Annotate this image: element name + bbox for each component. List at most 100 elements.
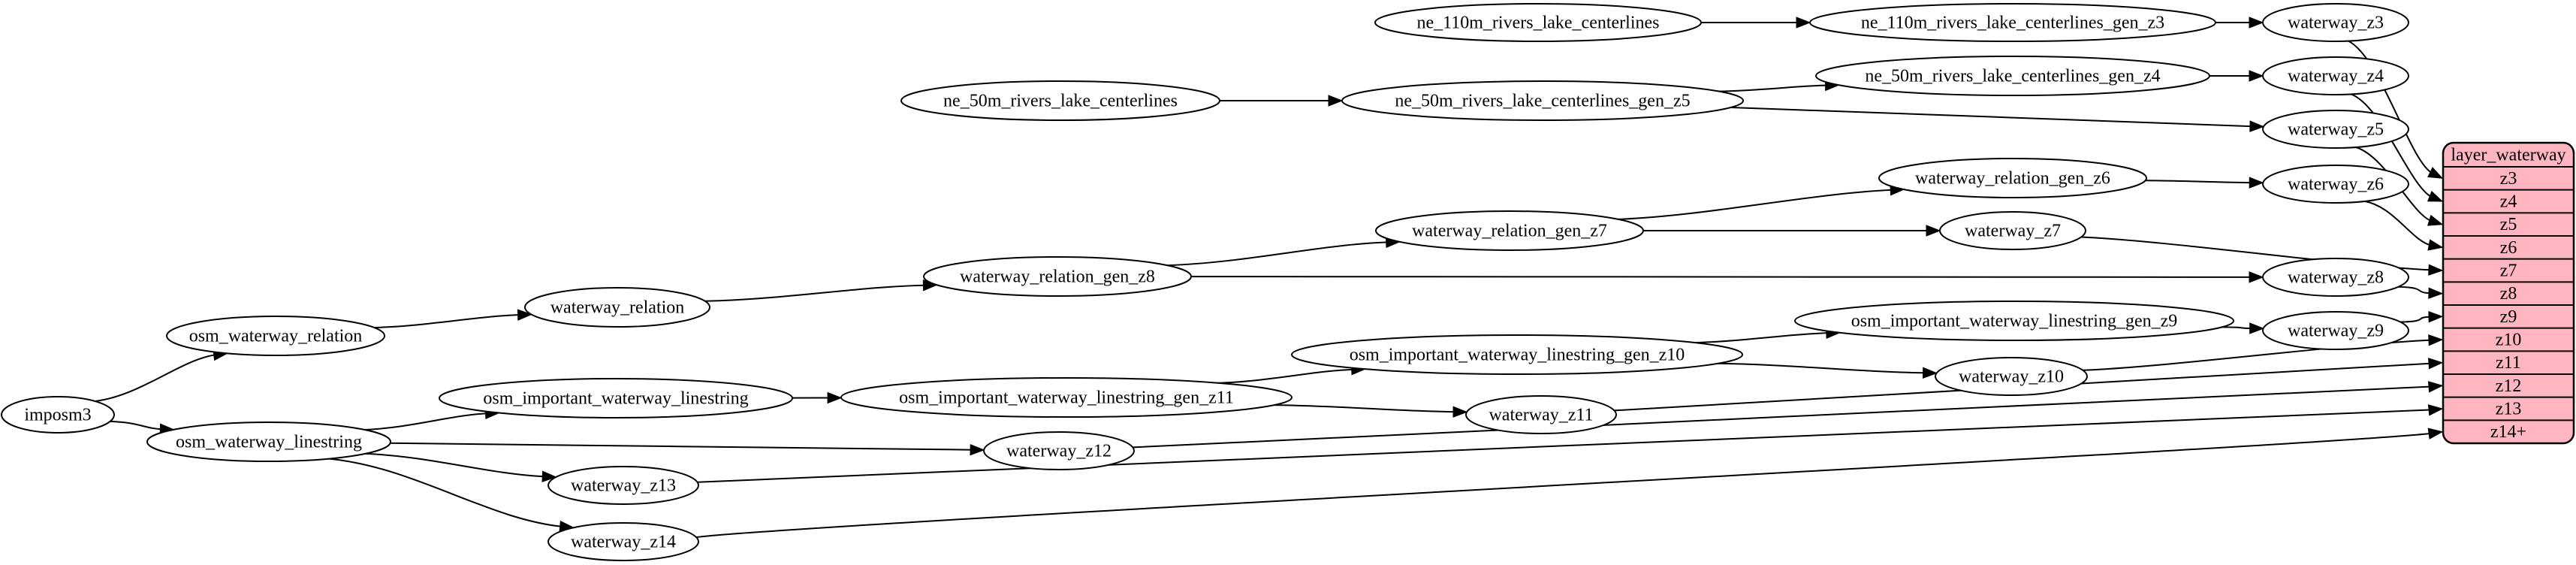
- edge-imposm3--osm_waterway_linestring: [110, 420, 164, 431]
- arrowhead-icon: [2427, 381, 2444, 393]
- node-label-waterway_z8: waterway_z8: [2288, 268, 2384, 288]
- node-label-waterway_relation_gen_z6: waterway_relation_gen_z6: [1915, 169, 2110, 189]
- node-waterway_relation_gen_z7: waterway_relation_gen_z7: [1375, 210, 1644, 251]
- arrowhead-icon: [2427, 428, 2444, 440]
- node-label-waterway_z12: waterway_z12: [1006, 442, 1112, 461]
- arrowhead-icon: [2428, 310, 2444, 323]
- edge-osm_important_waterway_linestring_gen_z10--waterway_z10: [1718, 362, 1926, 374]
- node-label-waterway_z13: waterway_z13: [571, 476, 676, 496]
- table-title: layer_waterway: [2451, 146, 2565, 165]
- node-label-waterway_z10: waterway_z10: [1959, 367, 2064, 387]
- node-ellipse-waterway_z3: [2262, 3, 2409, 42]
- edge-waterway_z12--table-z12: [1133, 385, 2433, 449]
- node-ellipse-ne_110m_rivers_lake_centerlines_gen_z3: [1809, 3, 2216, 42]
- table-row-z14+: z14+: [2490, 422, 2526, 442]
- edge-waterway_relation_gen_z8--waterway_relation_gen_z7: [1167, 241, 1389, 267]
- nodes-layer: imposm3osm_waterway_relationosm_waterway…: [1, 3, 2409, 561]
- arrowhead-icon: [2249, 70, 2264, 82]
- node-label-waterway_z3: waterway_z3: [2288, 14, 2384, 33]
- node-ellipse-ne_110m_rivers_lake_centerlines: [1374, 3, 1702, 42]
- node-ellipse-osm_important_waterway_linestring: [439, 378, 793, 418]
- node-osm_important_waterway_linestring_gen_z11: osm_important_waterway_linestring_gen_z1…: [840, 377, 1293, 418]
- edge-waterway_z3--table-z3: [2348, 40, 2433, 174]
- arrowhead-icon: [2427, 167, 2444, 179]
- node-label-osm_waterway_relation: osm_waterway_relation: [189, 327, 363, 346]
- node-waterway_relation_gen_z8: waterway_relation_gen_z8: [923, 256, 1192, 297]
- arrowhead-icon: [970, 443, 985, 456]
- node-ellipse-imposm3: [1, 396, 115, 434]
- table-row-z8: z8: [2500, 284, 2517, 304]
- node-ellipse-osm_important_waterway_linestring_gen_z9: [1794, 301, 2234, 341]
- node-ellipse-waterway_z14: [547, 522, 699, 561]
- arrowhead-icon: [2249, 120, 2265, 132]
- arrowhead-icon: [517, 309, 532, 321]
- node-ellipse-waterway_z4: [2262, 56, 2409, 95]
- node-waterway_relation_gen_z6: waterway_relation_gen_z6: [1878, 158, 2147, 198]
- arrowhead-icon: [2427, 190, 2444, 202]
- node-label-waterway_z6: waterway_z6: [2288, 175, 2384, 195]
- node-label-waterway_z4: waterway_z4: [2288, 67, 2384, 86]
- arrowhead-icon: [1328, 95, 1344, 107]
- arrowhead-icon: [2427, 404, 2444, 416]
- node-ellipse-waterway_z13: [547, 466, 699, 505]
- node-ne_50m_rivers_lake_centerlines_gen_z4: ne_50m_rivers_lake_centerlines_gen_z4: [1815, 56, 2210, 96]
- arrowhead-icon: [2427, 239, 2444, 251]
- node-waterway_z9: waterway_z9: [2262, 311, 2409, 350]
- edge-waterway_relation_gen_z8--waterway_z8: [1190, 276, 2253, 278]
- arrowhead-icon: [2249, 177, 2264, 189]
- edge-osm_waterway_relation--waterway_relation: [374, 314, 521, 328]
- arrowhead-icon: [1926, 225, 1941, 237]
- edge-waterway_z14--table-z14+: [696, 432, 2433, 539]
- arrowhead-icon: [2249, 271, 2264, 283]
- arrowhead-icon: [2249, 17, 2264, 29]
- edge-ne_50m_rivers_lake_centerlines_gen_z5--waterway_z5: [1730, 107, 2253, 128]
- node-waterway_z4: waterway_z4: [2262, 56, 2409, 95]
- arrowhead-icon: [1452, 406, 1468, 418]
- table-row-z3: z3: [2500, 169, 2517, 189]
- edge-osm_important_waterway_linestring_gen_z9--waterway_z9: [2222, 326, 2253, 329]
- node-ellipse-ne_50m_rivers_lake_centerlines: [900, 80, 1220, 121]
- node-ellipse-ne_50m_rivers_lake_centerlines_gen_z4: [1815, 56, 2210, 96]
- table-row-z6: z6: [2500, 238, 2517, 258]
- node-label-waterway_z11: waterway_z11: [1489, 406, 1593, 425]
- edge-waterway_relation_gen_z6--waterway_z6: [2145, 180, 2253, 184]
- arrowhead-icon: [1922, 367, 1938, 379]
- node-waterway_z11: waterway_z11: [1465, 395, 1617, 434]
- node-label-waterway_relation_gen_z7: waterway_relation_gen_z7: [1412, 222, 1607, 241]
- node-osm_important_waterway_linestring: osm_important_waterway_linestring: [439, 378, 793, 418]
- arrowhead-icon: [2428, 358, 2444, 370]
- node-label-osm_important_waterway_linestring_gen_z10: osm_important_waterway_linestring_gen_z1…: [1350, 346, 1685, 365]
- node-ellipse-ne_50m_rivers_lake_centerlines_gen_z5: [1341, 80, 1744, 121]
- node-osm_important_waterway_linestring_gen_z10: osm_important_waterway_linestring_gen_z1…: [1291, 334, 1743, 375]
- node-label-waterway_relation_gen_z8: waterway_relation_gen_z8: [960, 267, 1155, 287]
- node-ellipse-waterway_z7: [1939, 211, 2086, 250]
- table-layer_waterway: layer_waterwayz3z4z5z6z7z8z9z10z11z12z13…: [2442, 141, 2575, 445]
- node-label-osm_important_waterway_linestring_gen_z11: osm_important_waterway_linestring_gen_z1…: [899, 388, 1234, 408]
- node-label-ne_110m_rivers_lake_centerlines: ne_110m_rivers_lake_centerlines: [1417, 14, 1660, 33]
- node-ellipse-osm_important_waterway_linestring_gen_z11: [840, 377, 1293, 418]
- edge-waterway_z6--table-z6: [2364, 200, 2433, 246]
- node-ne_50m_rivers_lake_centerlines: ne_50m_rivers_lake_centerlines: [900, 80, 1220, 121]
- table-background: [2442, 141, 2575, 445]
- arrowhead-icon: [2428, 264, 2444, 276]
- node-waterway_relation: waterway_relation: [524, 287, 710, 328]
- node-label-ne_50m_rivers_lake_centerlines_gen_z5: ne_50m_rivers_lake_centerlines_gen_z5: [1395, 92, 1690, 111]
- edges-layer: [95, 17, 2444, 539]
- node-ne_50m_rivers_lake_centerlines_gen_z5: ne_50m_rivers_lake_centerlines_gen_z5: [1341, 80, 1744, 121]
- edge-osm_important_waterway_linestring_gen_z10--osm_important_waterway_linestring_gen_z9: [1694, 332, 1829, 343]
- arrowhead-icon: [2428, 287, 2444, 299]
- node-label-osm_important_waterway_linestring: osm_important_waterway_linestring: [483, 389, 748, 409]
- node-label-waterway_z14: waterway_z14: [571, 533, 676, 552]
- node-ellipse-waterway_z6: [2262, 165, 2409, 204]
- table-row-z4: z4: [2500, 192, 2517, 212]
- edge-osm_important_waterway_linestring_gen_z11--osm_important_waterway_linestring_gen_z10: [1218, 368, 1355, 384]
- node-ellipse-waterway_relation: [524, 287, 710, 328]
- arrowhead-icon: [2427, 214, 2444, 226]
- node-ellipse-waterway_z9: [2262, 311, 2409, 350]
- edge-ne_50m_rivers_lake_centerlines_gen_z5--ne_50m_rivers_lake_centerlines_gen_z4: [1718, 84, 1829, 92]
- node-waterway_z12: waterway_z12: [983, 431, 1135, 470]
- edge-osm_waterway_linestring--waterway_z14: [329, 458, 563, 527]
- node-waterway_z5: waterway_z5: [2262, 110, 2409, 149]
- arrowhead-icon: [827, 391, 843, 404]
